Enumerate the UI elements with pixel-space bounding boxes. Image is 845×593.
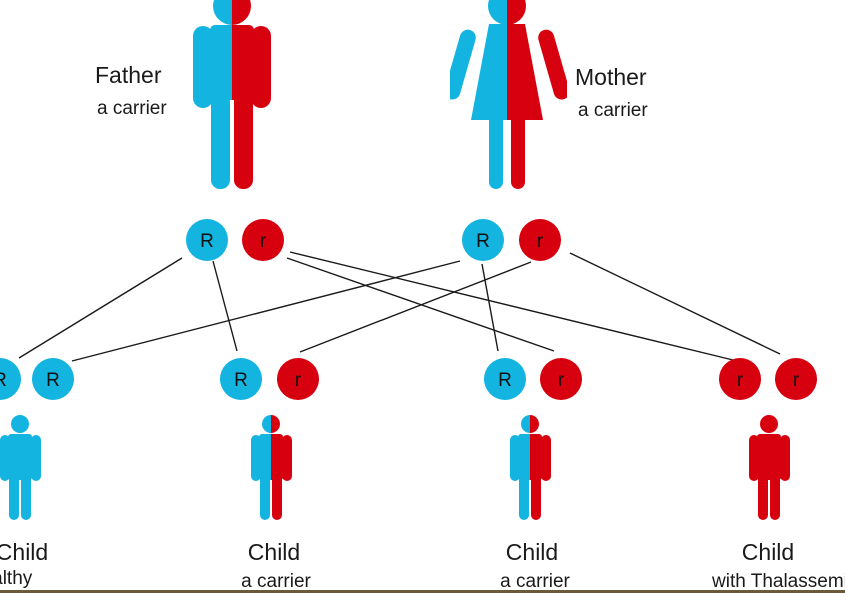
allele-letter: r [737,370,744,391]
father-status: a carrier [97,98,167,119]
child3-allele-2: r [540,358,582,400]
line-mother-R-to-child1 [71,260,461,362]
carrier-child-icon [510,415,551,520]
child4-status: with Thalassemia [712,571,845,592]
allele-letter: R [200,231,214,252]
child4-title: Child [741,539,795,565]
allele-letter: R [234,370,248,391]
carrier-child-icon [251,415,292,520]
mother-allele-1: R [462,219,504,261]
father-allele-2: r [242,219,284,261]
line-mother-r-to-child2 [299,261,532,353]
father-carrier-icon [193,0,271,189]
child4-allele-2: r [775,358,817,400]
mother-allele-2: r [519,219,561,261]
mother-status: a carrier [578,100,648,121]
child1-allele-2: R [32,358,74,400]
bottom-border [0,590,845,593]
line-father-R-to-child1 [18,257,183,359]
allele-letter: R [476,231,490,252]
allele-letter: R [0,370,7,391]
allele-letter: r [260,231,267,252]
child2-status: a carrier [241,571,311,592]
allele-letter: R [46,370,60,391]
line-father-r-to-child4 [289,251,734,361]
allele-letter: r [558,370,565,391]
line-father-R-to-child2 [212,260,238,352]
allele-circles: R r R r R R R [0,219,817,400]
allele-letter: R [498,370,512,391]
child1-title: Child [0,539,49,565]
thalassemia-child-icon [749,415,790,520]
allele-letter: r [537,231,544,252]
inheritance-lines [18,251,781,362]
child3-status: a carrier [500,571,570,592]
line-mother-R-to-child3 [481,263,499,352]
mother-title: Mother [575,64,647,90]
child3-title: Child [505,539,559,565]
child2-allele-2: r [277,358,319,400]
child3-allele-1: R [484,358,526,400]
child2-allele-1: R [220,358,262,400]
child4-allele-1: r [719,358,761,400]
mother-carrier-icon [450,0,567,189]
allele-letter: r [295,370,302,391]
child2-title: Child [247,539,301,565]
allele-letter: r [793,370,800,391]
father-title: Father [95,62,162,88]
line-mother-r-to-child4 [569,252,781,355]
healthy-child-icon [0,415,41,520]
child1-status: healthy [0,568,33,589]
father-allele-1: R [186,219,228,261]
child1-allele-1: R [0,358,21,400]
